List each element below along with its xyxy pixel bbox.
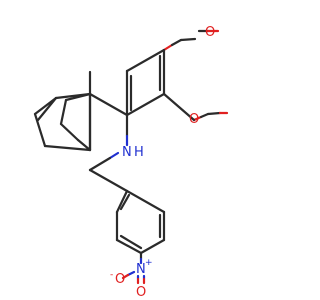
bond	[54, 92, 92, 100]
bond	[125, 92, 166, 117]
bond	[162, 92, 196, 122]
bond	[88, 92, 129, 117]
bond	[199, 112, 210, 119]
atom-label: O	[136, 285, 146, 300]
bond	[59, 122, 80, 142]
bond	[115, 238, 143, 255]
atom-label: N	[136, 262, 146, 277]
charge-label: -	[110, 270, 113, 280]
atom-label: O	[205, 25, 215, 40]
bond	[206, 111, 222, 116]
atom-label: O	[189, 112, 199, 127]
atom-label: N	[122, 145, 132, 160]
bond	[139, 238, 166, 255]
bond	[33, 112, 47, 148]
bond	[192, 115, 203, 122]
atom-label: O	[115, 272, 125, 287]
bond	[162, 43, 174, 52]
bond	[76, 138, 92, 152]
bond	[170, 38, 183, 47]
charge-label: +	[145, 258, 153, 268]
atom-label: H	[134, 145, 144, 160]
bond	[179, 37, 197, 42]
bond	[108, 151, 120, 160]
bond	[126, 270, 136, 277]
bond	[115, 189, 129, 214]
bond	[88, 168, 129, 193]
bond	[36, 96, 58, 122]
bond	[88, 156, 112, 172]
bond	[125, 48, 166, 73]
molecule-structure: O O N H N + O - O	[33, 25, 229, 300]
bond	[119, 193, 131, 211]
bond	[43, 144, 92, 152]
bond	[121, 273, 130, 280]
bond	[119, 234, 143, 250]
bond	[59, 98, 68, 126]
bond	[125, 189, 166, 214]
